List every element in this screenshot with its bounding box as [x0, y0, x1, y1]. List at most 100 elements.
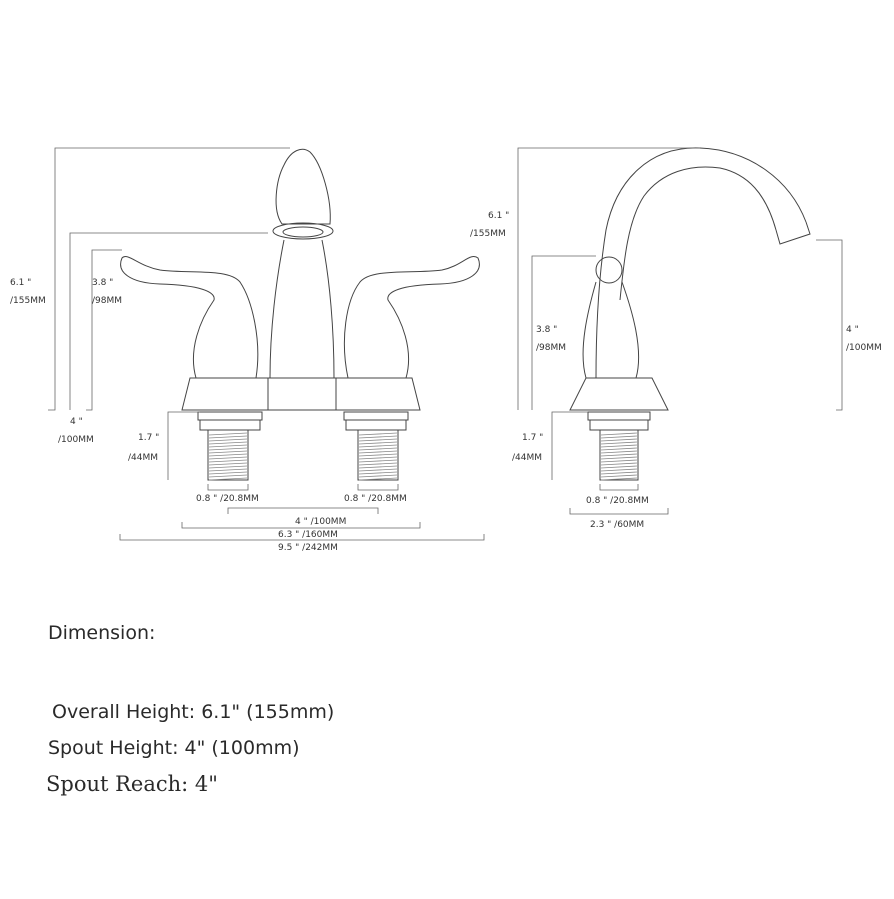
thread-line [208, 459, 248, 463]
side-overall-height-inch: 6.1 " [488, 211, 509, 221]
side-shank-length-inch: 1.7 " [522, 433, 543, 443]
thread-line [358, 468, 398, 472]
side-shank-length-mm: /44MM [512, 453, 542, 463]
side-spout-height-mm: /100MM [846, 343, 882, 353]
front-overall-height-mm: /155MM [10, 296, 46, 306]
thread-line [600, 462, 638, 466]
thread-line [600, 432, 638, 436]
thread-line [600, 450, 638, 454]
thread-line [208, 465, 248, 469]
front-left-shank-dia: 0.8 " /20.8MM [196, 494, 259, 504]
thread-line [600, 474, 638, 478]
dim-front-center-line [227, 507, 379, 514]
side-dimension-lines [517, 147, 843, 515]
dim-front-right-dia-line [357, 484, 399, 491]
thread-line [600, 456, 638, 460]
thread-line [600, 447, 638, 451]
side-spout-tip [775, 221, 811, 245]
side-shank [599, 429, 639, 481]
spec-spout-height: Spout Height: 4" (100mm) [48, 737, 300, 759]
thread-line [600, 441, 638, 445]
side-spout-height-inch: 4 " [846, 325, 859, 335]
dim-side-overall-height-line [517, 147, 700, 410]
thread-line [208, 444, 248, 448]
thread-line [358, 450, 398, 454]
thread-line [208, 468, 248, 472]
front-right-nut [343, 411, 409, 421]
thread-line [208, 453, 248, 457]
dim-side-shank-line [551, 411, 588, 480]
thread-line [358, 441, 398, 445]
thread-line [600, 435, 638, 439]
thread-line [358, 432, 398, 436]
thread-line [600, 465, 638, 469]
thread-line [358, 462, 398, 466]
front-handle-height-inch: 3.8 " [92, 278, 113, 288]
dim-front-spout-height-line [69, 232, 268, 410]
thread-line [208, 447, 248, 451]
front-spout-body [269, 239, 335, 379]
thread-line [358, 444, 398, 448]
front-handle-height-mm: /98MM [92, 296, 122, 306]
front-spout-cap [275, 148, 331, 225]
thread-line [358, 459, 398, 463]
side-shank-threads [600, 432, 638, 481]
front-spout-height-inch: 4 " [70, 417, 83, 427]
front-aerator-inner [282, 226, 324, 238]
front-dimension-lines [48, 147, 485, 541]
side-handle-height-inch: 3.8 " [536, 325, 557, 335]
front-base [181, 377, 421, 411]
thread-line [208, 471, 248, 475]
thread-line [208, 438, 248, 442]
dim-front-overall-height-line [48, 147, 290, 411]
dim-front-shank-line [167, 411, 200, 480]
front-right-shank-dia: 0.8 " /20.8MM [344, 494, 407, 504]
front-left-shank [207, 429, 249, 481]
dim-front-handle-height-line [86, 249, 122, 411]
front-center-spread: 4 " /100MM [295, 517, 346, 527]
front-left-handle [120, 256, 259, 379]
thread-line [600, 438, 638, 442]
thread-line [208, 456, 248, 460]
side-spout-inner [619, 166, 777, 301]
spec-spout-reach: Spout Reach: 4" [46, 772, 218, 796]
front-base-width: 6.3 " /160MM [278, 530, 338, 540]
thread-line [358, 474, 398, 478]
front-right-shank [357, 429, 399, 481]
side-handle-lever [582, 281, 640, 379]
front-shank-length-inch: 1.7 " [138, 433, 159, 443]
front-dimension-labels: 6.1 " /155MM 3.8 " /98MM 4 " /100MM 1.7 … [10, 278, 407, 553]
thread-line [358, 465, 398, 469]
thread-line [208, 462, 248, 466]
front-view [120, 148, 480, 481]
thread-line [358, 477, 398, 481]
dim-front-span-line [119, 534, 485, 541]
dim-side-base-line [569, 508, 669, 515]
front-shank-threads [208, 432, 398, 481]
side-spout [595, 147, 807, 379]
front-right-handle [343, 256, 480, 379]
dim-side-handle-height-line [531, 255, 596, 410]
thread-line [208, 477, 248, 481]
front-right-nut-lower [345, 419, 407, 431]
thread-line [358, 435, 398, 439]
side-overall-height-mm: /155MM [470, 229, 506, 239]
front-handle-span: 9.5 " /242MM [278, 543, 338, 553]
thread-line [358, 471, 398, 475]
thread-line [600, 459, 638, 463]
thread-line [358, 456, 398, 460]
front-overall-height-inch: 6.1 " [10, 278, 31, 288]
side-handle-height-mm: /98MM [536, 343, 566, 353]
side-nut-lower [589, 419, 649, 431]
thread-line [358, 453, 398, 457]
side-base [569, 377, 669, 411]
front-left-nut [197, 411, 263, 421]
thread-line [208, 441, 248, 445]
front-shank-length-mm: /44MM [128, 453, 158, 463]
thread-line [358, 447, 398, 451]
side-base-depth: 2.3 " /60MM [590, 520, 644, 530]
side-handle-knob [595, 256, 623, 284]
thread-line [358, 438, 398, 442]
